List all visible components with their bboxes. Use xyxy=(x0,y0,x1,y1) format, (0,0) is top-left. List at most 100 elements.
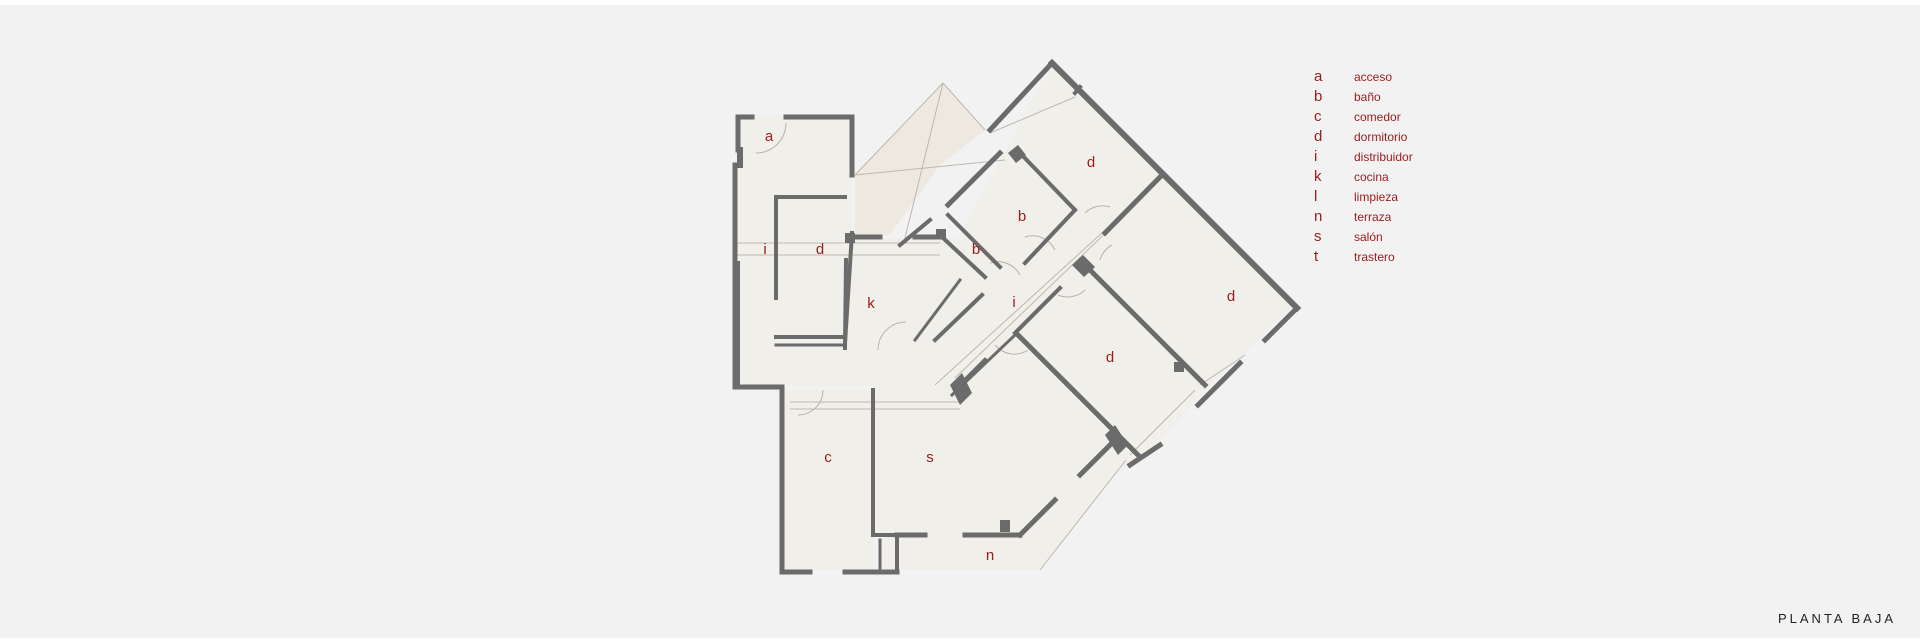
floor-areas xyxy=(735,63,1295,570)
legend-name: terraza xyxy=(1354,210,1392,224)
east-glazing xyxy=(1129,389,1196,456)
room-label-n: n xyxy=(986,547,994,564)
legend-item: c comedor xyxy=(1314,107,1474,127)
legend-name: cocina xyxy=(1354,170,1389,184)
legend-item: a acceso xyxy=(1314,67,1474,87)
pillar-2 xyxy=(845,233,855,243)
wall-corridor-south xyxy=(1012,285,1063,336)
terrace-edge xyxy=(1039,459,1127,571)
legend-name: baño xyxy=(1354,90,1381,104)
legend-item: n terraza xyxy=(1314,207,1474,227)
legend-item: l limpieza xyxy=(1314,187,1474,207)
legend-name: distribuidor xyxy=(1354,150,1413,164)
room-label-s: s xyxy=(926,449,934,466)
wall-salon-southeast xyxy=(1016,496,1059,539)
door-swing-kitchen xyxy=(877,321,907,351)
light-well xyxy=(855,83,985,235)
wall-bath-upper-west xyxy=(1017,150,1078,213)
wall-north-entrance xyxy=(783,114,855,178)
legend-name: acceso xyxy=(1354,70,1393,84)
legend-item: b baño xyxy=(1314,87,1474,107)
room-label-i-west: i xyxy=(763,241,766,258)
legend: a acceso b baño c comedor d dormitorio i distribu… xyxy=(1314,67,1474,267)
door-swing-bath-2 xyxy=(1024,235,1056,251)
room-label-b-lower: b xyxy=(972,241,980,258)
legend-code: s xyxy=(1314,228,1322,245)
corridor-glazing-1 xyxy=(989,96,1076,134)
light-well-line-3 xyxy=(854,159,1006,176)
wall-corridor-north xyxy=(944,149,1004,209)
legend-code: a xyxy=(1314,68,1323,85)
wall-bath-upper-east xyxy=(1022,207,1078,266)
floor-diagonal-wing xyxy=(873,63,1295,570)
legend-item: i distribuidor xyxy=(1314,147,1474,167)
walls xyxy=(732,58,1302,575)
room-label-d-west: d xyxy=(816,241,824,258)
wall-bath-lower-2 xyxy=(932,292,985,343)
room-label-d-east: d xyxy=(1227,288,1235,305)
legend-code: l xyxy=(1314,188,1318,205)
legend-code: c xyxy=(1314,108,1322,125)
legend-name: salón xyxy=(1354,230,1383,244)
legend-name: dormitorio xyxy=(1354,130,1408,144)
door-swing-bedroom-3 xyxy=(1099,244,1113,261)
wall-bedroom-north-divider-2 xyxy=(1072,84,1083,96)
pillar-6 xyxy=(1105,425,1128,455)
floor-terrace xyxy=(897,460,1126,570)
legend-code: k xyxy=(1314,168,1322,185)
room-label-k: k xyxy=(867,295,875,312)
legend-name: limpieza xyxy=(1354,190,1399,204)
wall-bedroom-north-divider xyxy=(1101,173,1164,237)
legend-item: k cocina xyxy=(1314,167,1474,187)
legend-item: s salón xyxy=(1314,227,1474,247)
pillar-5 xyxy=(1008,145,1026,163)
wall-bath-lower-3 xyxy=(912,277,963,343)
wall-north-diagonal xyxy=(986,59,1056,134)
room-label-i-corridor: i xyxy=(1012,294,1015,311)
floor-plan: a i d k b b i d d d c s n xyxy=(732,58,1302,575)
door-swing-bedroom-2 xyxy=(1057,289,1086,298)
wall-east-lower-2 xyxy=(1126,441,1164,469)
wall-bath-lower xyxy=(945,212,1003,270)
light-well-line-4 xyxy=(904,82,944,239)
door-swing-salon xyxy=(994,344,1029,355)
wall-corridor-north-2 xyxy=(897,217,933,248)
legend-item: d dormitorio xyxy=(1314,127,1474,147)
floor-west-wing xyxy=(735,115,978,385)
legend-name: comedor xyxy=(1354,110,1401,124)
room-label-a: a xyxy=(765,128,774,145)
legend-name: trastero xyxy=(1354,250,1395,264)
pillar-8 xyxy=(1000,520,1010,532)
pillar-3 xyxy=(950,373,972,405)
pillar-1 xyxy=(936,229,946,239)
legend-code: b xyxy=(1314,88,1323,105)
room-labels: a i d k b b i d d d c s n xyxy=(763,128,1235,564)
wall-kitchen-west xyxy=(842,257,849,351)
pillars xyxy=(845,145,1184,532)
room-label-d-center: d xyxy=(1106,349,1114,366)
wall-northeast-outer xyxy=(1047,58,1302,313)
legend-code: t xyxy=(1314,248,1319,265)
room-label-c: c xyxy=(824,449,832,466)
wall-east-lower xyxy=(1194,359,1244,409)
wall-east-short xyxy=(1261,304,1301,344)
door-swing-bedroom-1 xyxy=(1084,205,1111,214)
wall-kitchen-east-diag xyxy=(939,234,988,280)
wall-inner-bedroom xyxy=(774,195,847,300)
room-label-d-north: d xyxy=(1087,154,1095,171)
light-well-line-1 xyxy=(854,82,944,176)
pillar-4 xyxy=(1072,255,1095,277)
light-well-line-2 xyxy=(942,82,986,131)
wall-west-outer xyxy=(735,114,755,153)
legend-code: n xyxy=(1314,208,1323,225)
legend-item: t trastero xyxy=(1314,247,1474,267)
floor-bottom-rooms xyxy=(782,390,873,570)
door-swing-dining xyxy=(797,389,824,416)
room-label-b-upper: b xyxy=(1018,208,1026,225)
legend-code: i xyxy=(1314,148,1318,165)
door-swings xyxy=(755,122,1113,416)
plan-title: PLANTA BAJA xyxy=(1777,611,1896,626)
pillar-7 xyxy=(1174,362,1184,372)
legend-code: d xyxy=(1314,128,1323,145)
